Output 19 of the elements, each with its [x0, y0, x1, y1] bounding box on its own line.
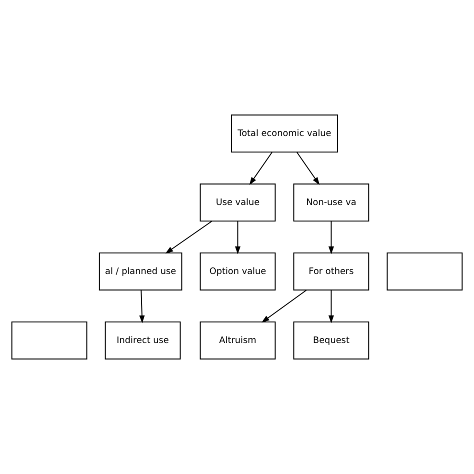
node-box: Indirect use	[104, 321, 181, 360]
node-box	[11, 321, 88, 360]
arrow	[328, 220, 334, 254]
node-box	[386, 252, 463, 291]
node-box: al / planned use	[98, 252, 182, 291]
node-box: Non-use va	[293, 183, 370, 222]
node-box: Bequest	[293, 321, 370, 360]
node-box: For others	[293, 252, 370, 291]
arrow	[249, 152, 272, 186]
node-box: Total economic value	[230, 114, 338, 153]
arrow	[328, 290, 334, 324]
arrow	[296, 152, 320, 186]
node-box: Use value	[200, 183, 276, 222]
node-box: Option value	[200, 252, 276, 291]
arrow	[234, 220, 240, 254]
arrow	[261, 290, 307, 323]
arrow	[139, 290, 145, 324]
arrow	[165, 220, 212, 254]
node-box: Altruism	[200, 321, 276, 360]
